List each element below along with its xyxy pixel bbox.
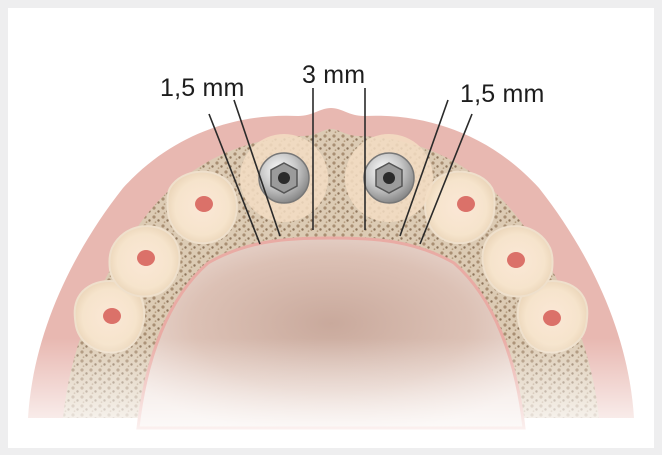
label-left-1-5mm: 1,5 mm (160, 74, 245, 103)
implant-site-left (240, 134, 328, 222)
tooth-root-right-2 (482, 226, 552, 296)
bottom-fade (8, 338, 654, 448)
label-center-3mm: 3 mm (302, 61, 365, 90)
label-right-1-5mm: 1,5 mm (460, 80, 545, 109)
tooth-root-left-3 (167, 172, 236, 244)
diagram-frame: 1,5 mm 3 mm 1,5 mm (8, 8, 654, 448)
tooth-root-left-2 (109, 226, 179, 296)
tooth-root-right-3 (425, 172, 494, 244)
